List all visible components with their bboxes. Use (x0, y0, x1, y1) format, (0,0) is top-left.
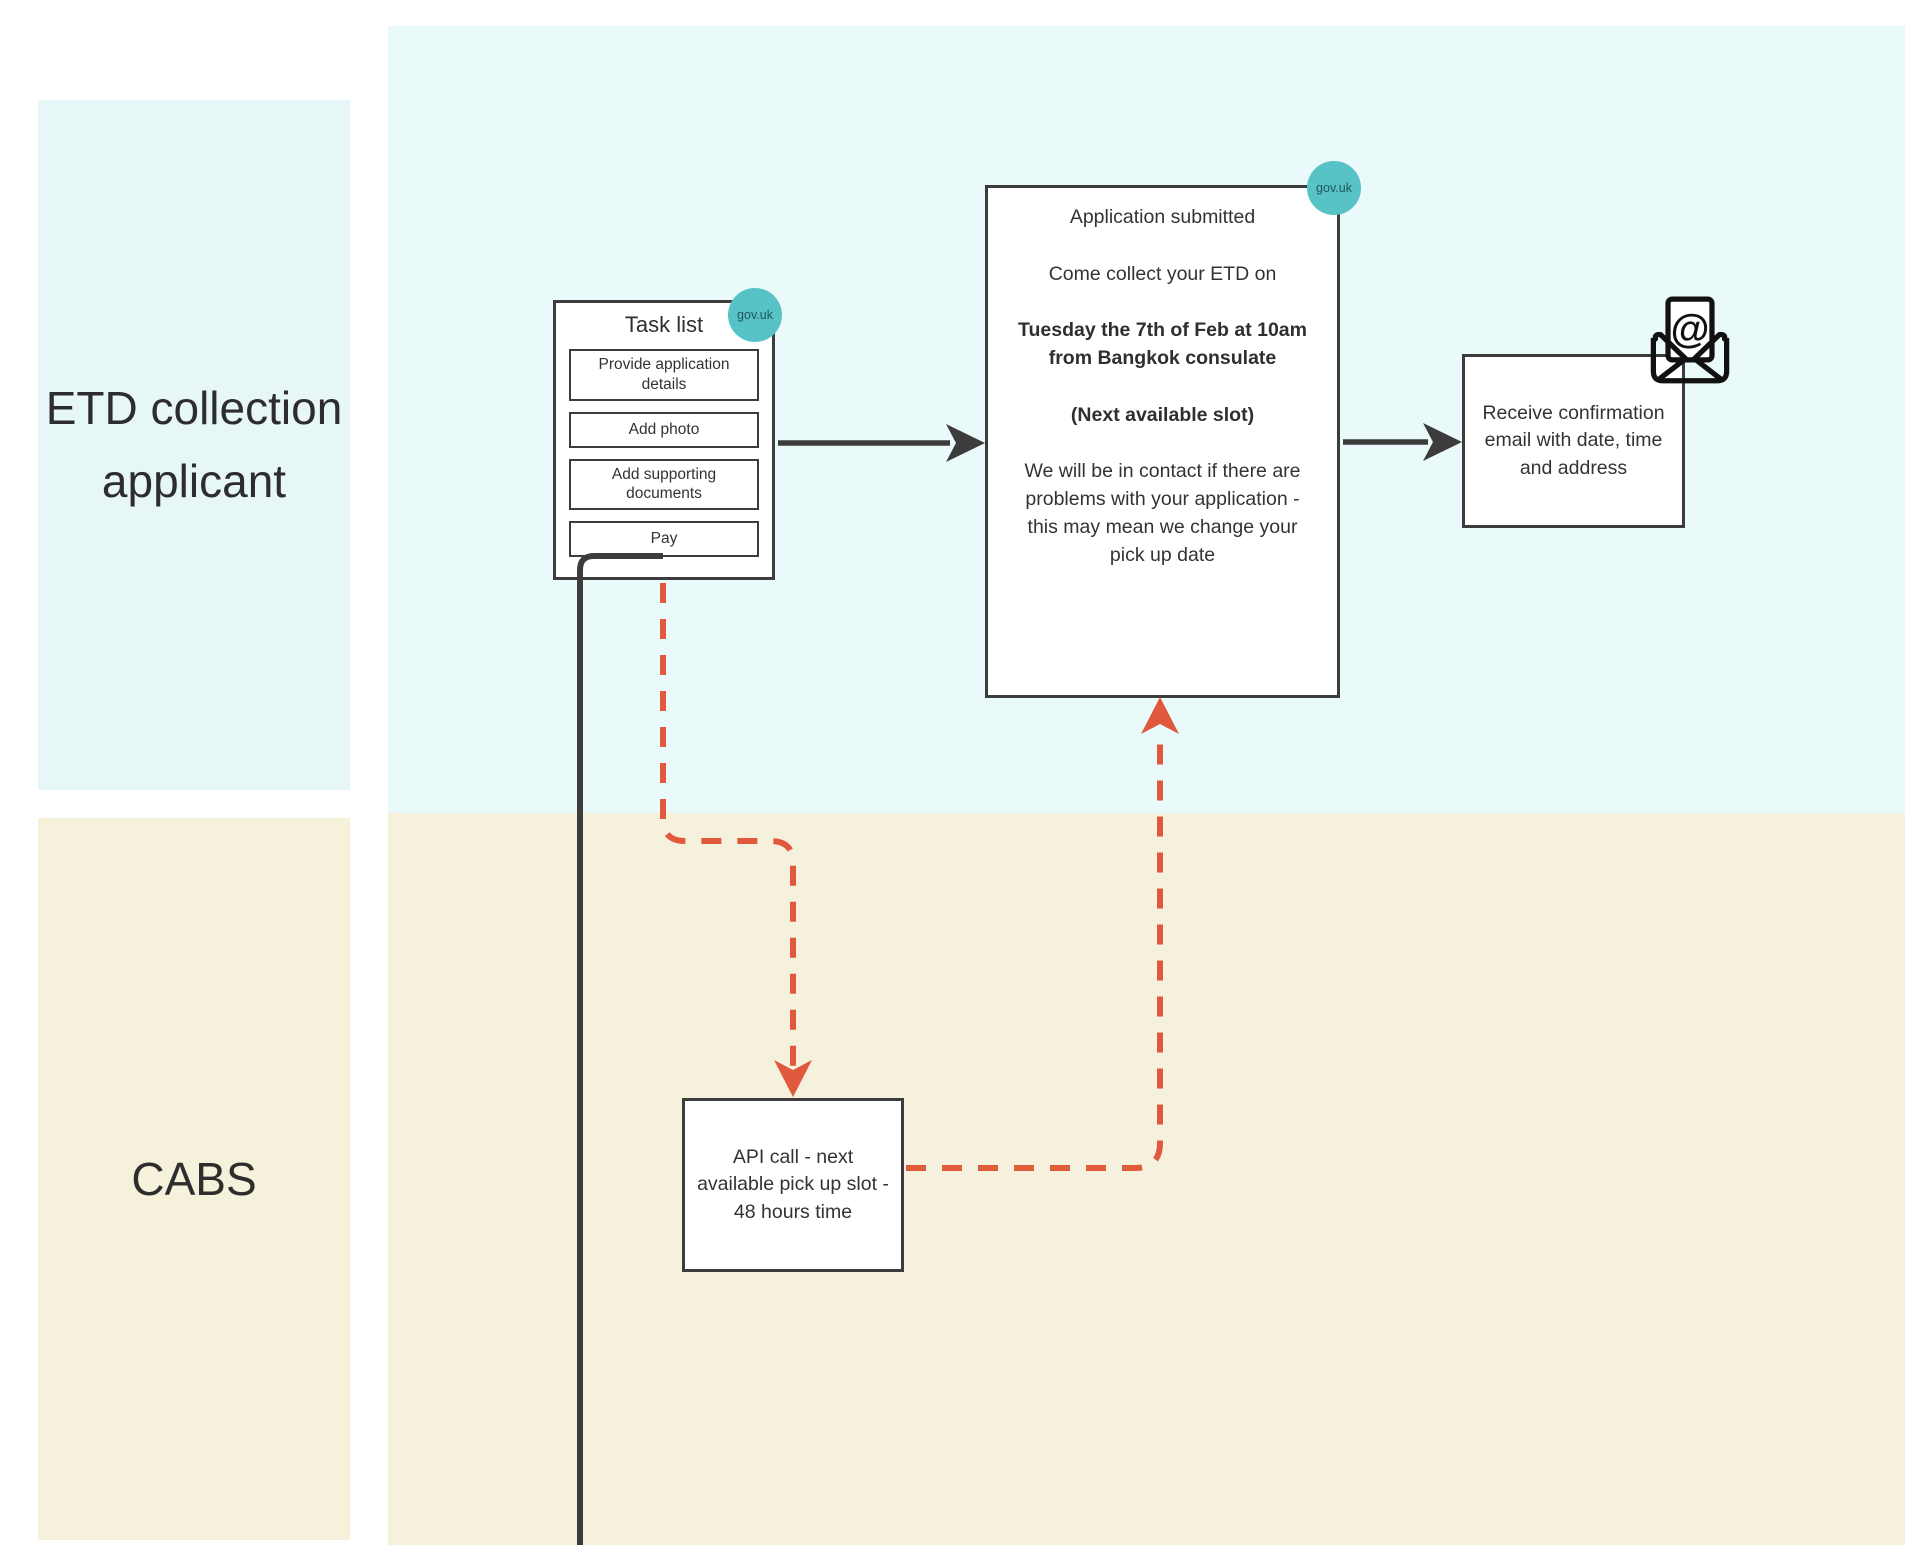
task-item-pay[interactable]: Pay (569, 521, 759, 558)
lane-label-text: ETD collection applicant (45, 382, 343, 507)
api-call-text: API call - next available pick up slot -… (697, 1146, 889, 1223)
task-item-provide-application-details[interactable]: Provide application details (569, 349, 759, 401)
lane-zone-cabs (388, 813, 1905, 1545)
govuk-badge-icon: gov.uk (728, 288, 782, 342)
pickup-slot-text: Tuesday the 7th of Feb at 10am from Bang… (1018, 319, 1307, 370)
application-submitted-heading: Application submitted (1069, 206, 1256, 228)
collect-etd-text: Come collect your ETD on (1048, 262, 1277, 285)
govuk-badge-icon: gov.uk (1307, 161, 1361, 215)
task-list-title: Task list (624, 312, 704, 337)
lane-label-etd-collection-applicant: ETD collection applicant (38, 100, 350, 790)
govuk-badge-label: gov.uk (1316, 181, 1352, 195)
lane-label-cabs: CABS (38, 818, 350, 1540)
confirmation-email-text: Receive confirmation email with date, ti… (1482, 402, 1665, 479)
lane-label-text: CABS (131, 1152, 257, 1205)
contact-note-text: We will be in contact if there are probl… (1024, 460, 1301, 566)
task-item-add-photo[interactable]: Add photo (569, 411, 759, 448)
api-call-node[interactable]: API call - next available pick up slot -… (682, 1098, 904, 1272)
task-item-add-supporting-documents[interactable]: Add supporting documents (569, 458, 759, 511)
email-icon: @ (1650, 296, 1730, 384)
svg-text:@: @ (1671, 307, 1710, 351)
next-available-slot-text: (Next available slot) (1070, 403, 1255, 426)
task-list-node[interactable]: Task list Provide application details Ad… (553, 300, 775, 580)
govuk-badge-label: gov.uk (737, 308, 773, 322)
application-submitted-node[interactable]: Application submitted Come collect your … (985, 185, 1340, 698)
confirmation-email-node[interactable]: Receive confirmation email with date, ti… (1462, 354, 1685, 528)
